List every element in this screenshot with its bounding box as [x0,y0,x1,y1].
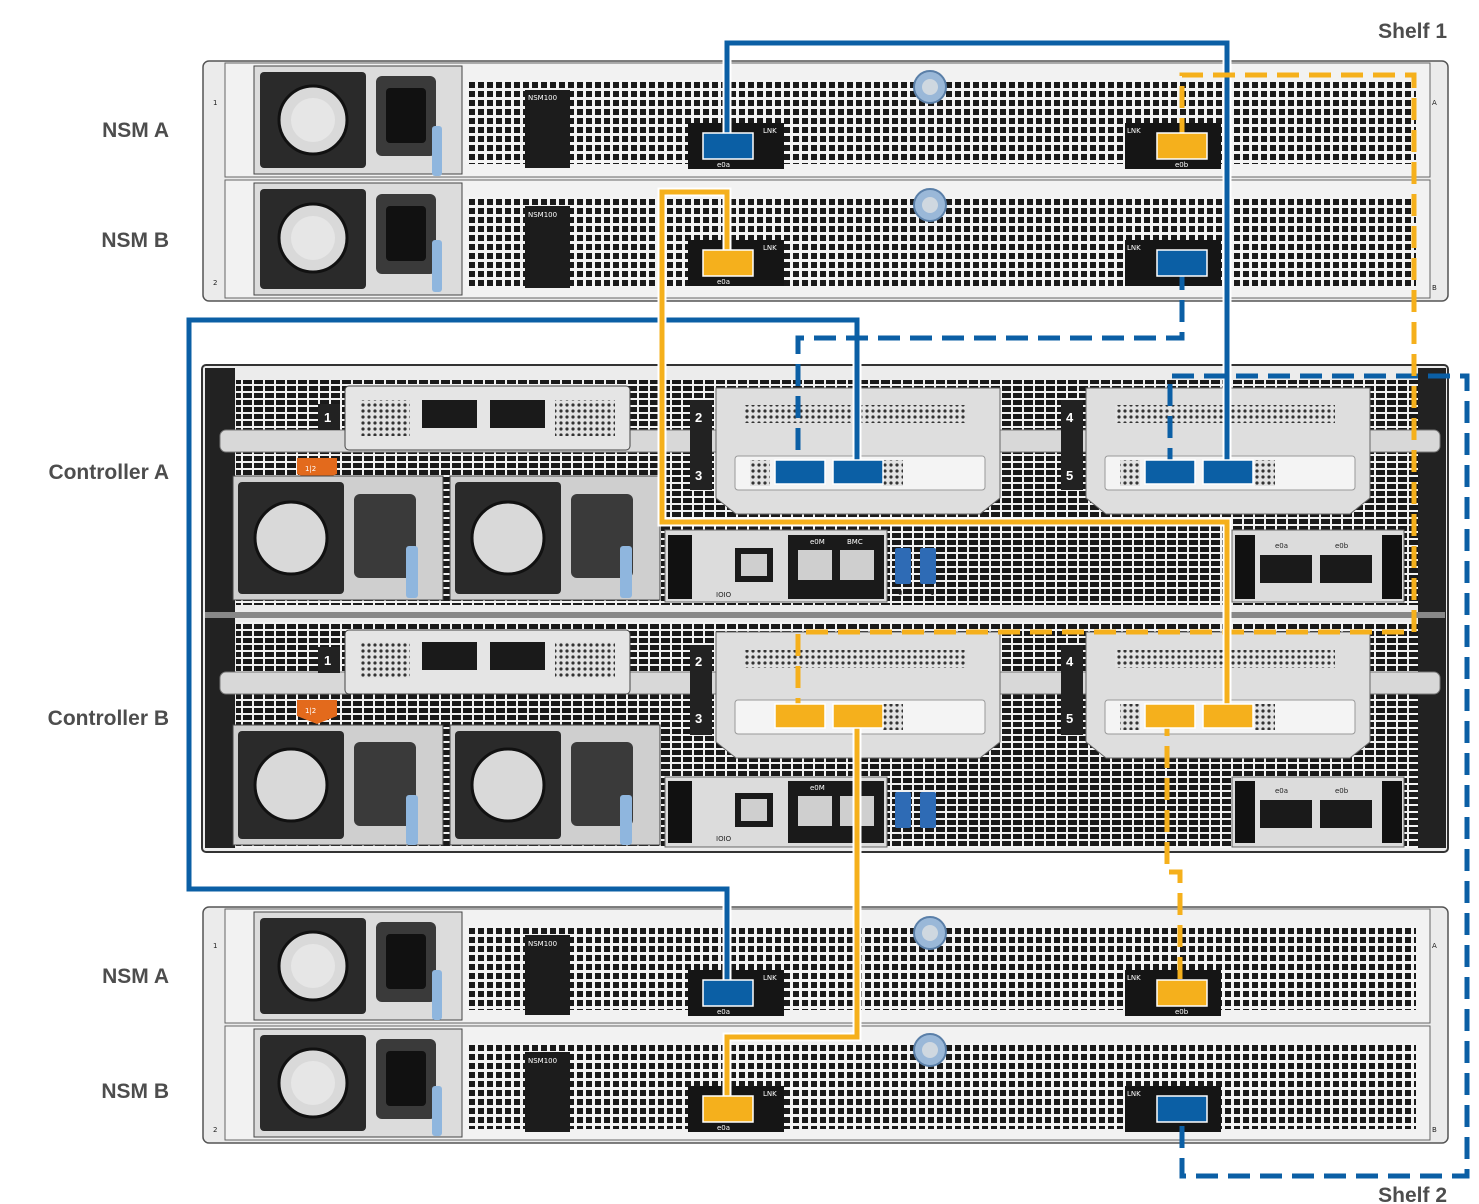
controller-a-label: Controller A [48,461,169,484]
bmc-port-label: BMC [847,538,863,546]
e0m-port-label: e0M [810,784,825,792]
usb-1-label: 1 [930,833,934,841]
psu-2-marker: 2 [213,1126,217,1134]
shelf1-nsm-a-label: NSM A [102,119,169,142]
slot-1-number: 1 [324,653,331,668]
shelf1-label: Shelf 1 [1378,20,1447,43]
shelf-side-a: A [1432,99,1437,107]
port-e0a-label: e0a [717,1124,730,1132]
slot-1-number: 1 [324,410,331,425]
shelf1-nsm-a: NSM100 LNK e0a LNK e0b [224,62,1431,178]
usb-1-label: 1 [930,589,934,597]
slot-5-number: 5 [1066,711,1073,726]
psu-badge-label: 1|2 [305,465,316,473]
lnk-label: LNK [1127,127,1141,135]
port-e0a-label: e0a [717,161,730,169]
connector-ctrla-slot5-b [1202,459,1254,485]
port-e0a-label: e0a [717,278,730,286]
cable-orange-solid-1-core [659,189,1230,714]
shelf-side-b: B [1432,284,1437,292]
connector-ctrlb-slot5-b [1202,703,1254,729]
nsm-model-label: NSM100 [528,1057,557,1065]
ctrl-e0a-label: e0a [1275,787,1288,795]
connector-shelf1-nsmb-e0a [702,249,754,277]
nsm-model-label: NSM100 [528,211,557,219]
usb-0-label: 0 [898,589,902,597]
lnk-label: LNK [1127,244,1141,252]
cable-blue-solid-1-core [724,40,1230,470]
cable-orange-solid-2-core [724,714,860,1108]
lnk-label: LNK [1127,974,1141,982]
controller-b-label: Controller B [48,707,169,730]
cable-blue-dashed-2 [1167,373,1470,1179]
usb-0-label: 0 [898,833,902,841]
shelf-1: 1 2 A B NSM100 LNK e0a LNK e0b [202,60,1449,302]
shelf2-label: Shelf 2 [1378,1184,1447,1204]
e0m-port-label: e0M [810,538,825,546]
cable-orange-dashed-2 [1164,714,1183,992]
connector-shelf2-nsma-e0a [702,979,754,1007]
psu-badge-label: 1|2 [305,707,316,715]
connector-ctrla-slot3-b [832,459,884,485]
nsm-model-label: NSM100 [528,940,557,948]
ioio-label: IOIO [716,835,732,843]
port-e0b-label: e0b [1175,1008,1189,1016]
connector-shelf1-nsma-e0a [702,132,754,160]
controller-b: 1 1|2 2 3 4 5 [219,622,1441,848]
slot-2-number: 2 [695,410,702,425]
slot-2-number: 2 [695,654,702,669]
cable-blue-solid-2-core [186,317,860,990]
connector-ctrla-slot5-a [1144,459,1196,485]
nsm-model-label: NSM100 [528,94,557,102]
ioio-label: IOIO [716,591,732,599]
lnk-label: LNK [763,244,777,252]
lnk-label: LNK [763,974,777,982]
slot-3-number: 3 [695,468,702,483]
psu-2-marker: 2 [213,279,217,287]
slot-4-number: 4 [1066,654,1074,669]
connector-ctrla-slot3-a [774,459,826,485]
connector-shelf2-nsmb-e0b [1156,1095,1208,1123]
slot-3-number: 3 [695,711,702,726]
cables [184,38,1470,1179]
lnk-label: LNK [1127,1090,1141,1098]
shelf2-nsm-a-label: NSM A [102,965,169,988]
shelf2-nsm-a: NSM100 LNK e0a LNK e0b [224,908,1431,1024]
cable-orange-dashed-1 [795,72,1417,714]
controller-a: 1 1|2 2 3 [219,380,1441,605]
connectors [702,132,1254,1123]
controller-chassis: 1 1|2 2 3 [201,364,1449,853]
ctrl-e0b-label: e0b [1335,542,1349,550]
connector-shelf1-nsmb-e0b [1156,249,1208,277]
shelf2-nsm-b: NSM100 LNK e0a LNK [224,1025,1431,1141]
shelf-side-a: A [1432,942,1437,950]
shelf1-nsm-b-label: NSM B [101,229,169,252]
cable-blue-dashed-1 [795,268,1185,470]
port-e0a-label: e0a [717,1008,730,1016]
connector-ctrlb-slot5-a [1144,703,1196,729]
lnk-label: LNK [763,127,777,135]
shelf-side-b: B [1432,1126,1437,1134]
ctrl-e0b-label: e0b [1335,787,1349,795]
connector-shelf2-nsma-e0b [1156,979,1208,1007]
connector-shelf1-nsma-e0b [1156,132,1208,160]
slot-4-number: 4 [1066,410,1074,425]
ctrl-e0a-label: e0a [1275,542,1288,550]
psu-1-marker: 1 [213,99,217,107]
connector-ctrlb-slot3-b [832,703,884,729]
connector-shelf2-nsmb-e0a [702,1095,754,1123]
shelf-2: 1 2 A B NSM100 LNK e0a LNK e0b [202,906,1449,1144]
psu-1-marker: 1 [213,942,217,950]
lnk-label: LNK [763,1090,777,1098]
slot-5-number: 5 [1066,468,1073,483]
connector-ctrlb-slot3-a [774,703,826,729]
shelf1-nsm-b: NSM100 LNK e0a LNK [224,179,1431,299]
shelf2-nsm-b-label: NSM B [101,1080,169,1103]
port-e0b-label: e0b [1175,161,1189,169]
